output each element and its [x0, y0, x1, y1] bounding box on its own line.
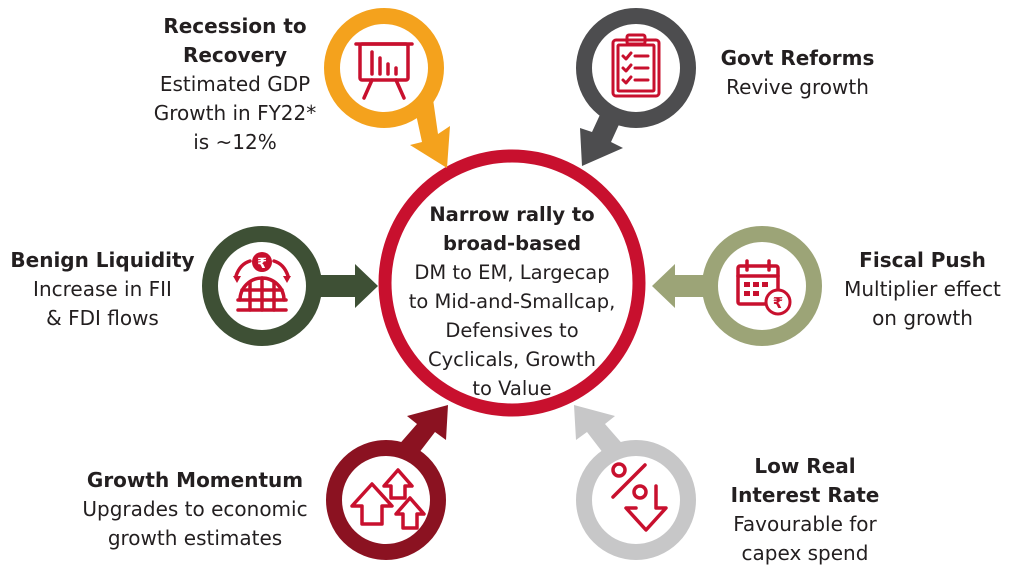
- center-title-line1: Narrow rally to: [429, 203, 595, 226]
- growth-text: Growth Momentum Upgrades to economic gro…: [55, 466, 335, 553]
- center-line: Defensives to: [445, 319, 579, 342]
- rupee-globe-icon: ₹: [233, 252, 291, 312]
- center-line: to Value: [472, 377, 552, 400]
- percent-down-icon: [611, 462, 668, 532]
- recession-line: is ~12%: [193, 130, 277, 154]
- center-line: Cyclicals, Growth: [428, 348, 596, 371]
- up-arrows-icon: [350, 468, 426, 530]
- center-text: Narrow rally to broad-based DM to EM, La…: [392, 200, 632, 403]
- growth-line: growth estimates: [107, 526, 283, 550]
- recession-pointer: [410, 92, 450, 168]
- fiscal-pointer: [652, 264, 706, 308]
- recession-ring: [324, 8, 444, 128]
- center-title-line2: broad-based: [442, 232, 582, 255]
- lowreal-node: [574, 405, 696, 560]
- lowreal-line: capex spend: [741, 541, 869, 565]
- govt-line: Revive growth: [726, 75, 869, 99]
- fiscal-node: [652, 226, 822, 346]
- growth-pointer: [396, 405, 448, 462]
- lowreal-text: Low Real Interest Rate Favourable for ca…: [715, 452, 895, 568]
- lowreal-pointer: [574, 405, 626, 462]
- presentation-chart-icon: [354, 42, 414, 100]
- benign-text: Benign Liquidity Increase in FII & FDI f…: [0, 246, 205, 333]
- lowreal-title: Low Real: [754, 454, 856, 478]
- fiscal-line: Multiplier effect: [844, 277, 1001, 301]
- benign-line: & FDI flows: [46, 306, 159, 330]
- center-circle: [378, 149, 646, 417]
- benign-pointer: [318, 264, 378, 308]
- benign-title: Benign Liquidity: [10, 248, 195, 272]
- recession-node: [324, 8, 450, 168]
- rupee-symbol: ₹: [257, 256, 267, 272]
- center-line: to Mid-and-Smallcap,: [408, 290, 616, 313]
- govt-text: Govt Reforms Revive growth: [705, 44, 890, 102]
- benign-line: Increase in FII: [33, 277, 172, 301]
- center-line: DM to EM, Largecap: [414, 261, 610, 284]
- fiscal-title: Fiscal Push: [859, 248, 986, 272]
- govt-title: Govt Reforms: [720, 46, 875, 70]
- fiscal-text: Fiscal Push Multiplier effect on growth: [825, 246, 1015, 333]
- calendar-rupee-icon: ₹: [736, 259, 792, 316]
- benign-node: [202, 226, 378, 346]
- govt-pointer: [580, 106, 623, 166]
- fiscal-line: on growth: [872, 306, 973, 330]
- recession-text: Recession to Recovery Estimated GDP Grow…: [130, 12, 340, 157]
- lowreal-line: Favourable for: [733, 512, 877, 536]
- growth-title: Growth Momentum: [86, 468, 304, 492]
- rupee-symbol: ₹: [773, 294, 783, 312]
- clipboard-checklist-icon: [611, 33, 661, 98]
- recession-line: Estimated GDP: [159, 72, 311, 96]
- growth-line: Upgrades to economic: [82, 497, 308, 521]
- recession-title: Recovery: [182, 43, 288, 67]
- recession-title: Recession to: [163, 14, 307, 38]
- lowreal-ring: [576, 440, 696, 560]
- lowreal-title: Interest Rate: [730, 483, 880, 507]
- recession-line: Growth in FY22*: [153, 101, 317, 125]
